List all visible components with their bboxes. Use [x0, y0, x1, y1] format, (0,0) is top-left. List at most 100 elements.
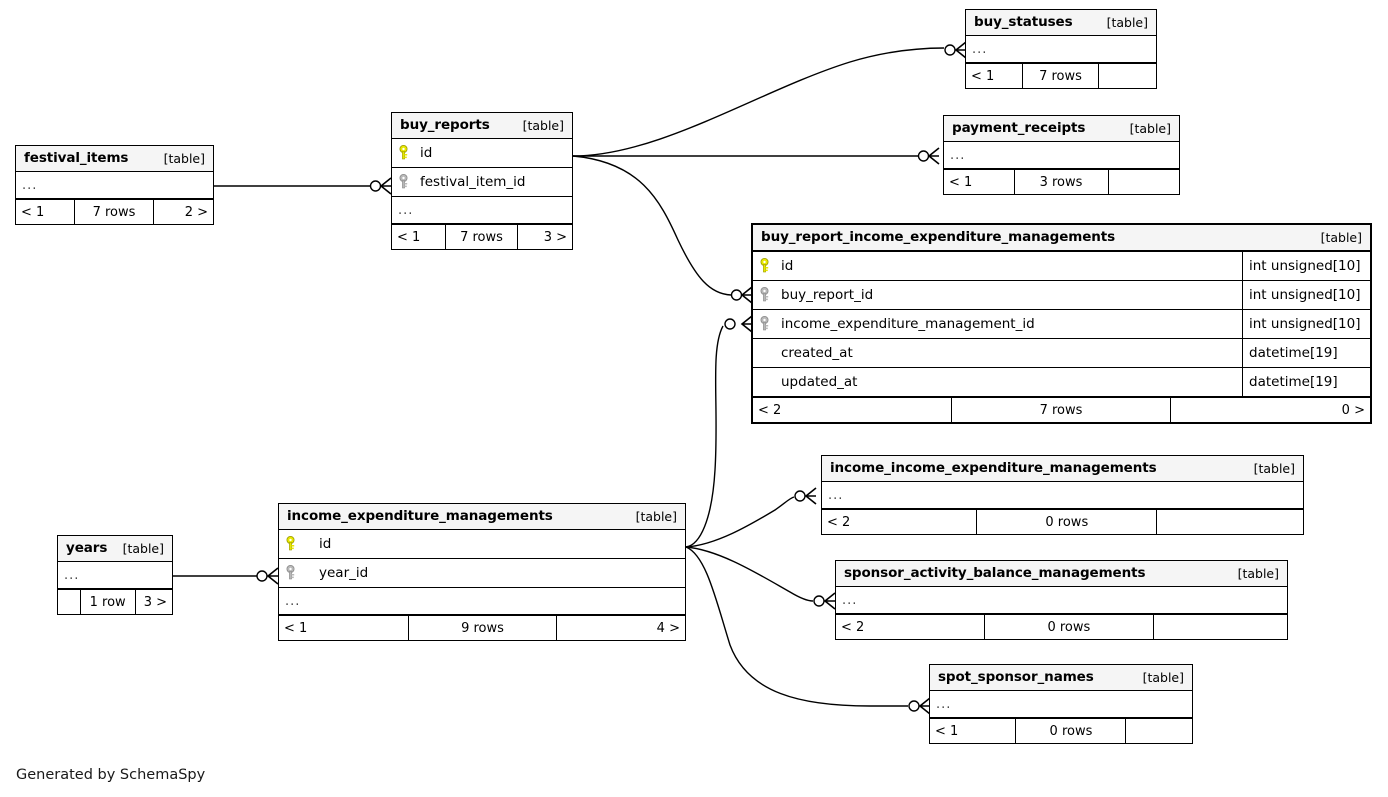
table-header-income-income-expenditure-managements: income_income_expenditure_managements [t…: [822, 456, 1303, 482]
table-header-years: years [table]: [58, 536, 172, 562]
table-node-income-income-expenditure-managements[interactable]: income_income_expenditure_managements [t…: [821, 455, 1304, 535]
edge-iem-to-income-iem: [685, 487, 817, 548]
table-column-row[interactable]: id: [279, 530, 685, 559]
column-name: id: [420, 145, 433, 161]
column-type: datetime[19]: [1242, 339, 1370, 367]
table-footer: < 1 7 rows 3 >: [392, 224, 572, 249]
table-footer: < 2 7 rows 0 >: [753, 397, 1370, 422]
table-header-festival-items: festival_items [table]: [16, 146, 213, 172]
column-name: created_at: [781, 345, 853, 361]
footer-parents-count: < 2: [836, 615, 985, 639]
table-title: festival_items: [24, 150, 129, 166]
table-title: years: [66, 540, 108, 556]
table-kind-label: [table]: [1142, 669, 1184, 685]
footer-children-count: 3 >: [543, 229, 567, 245]
table-node-income-expenditure-managements[interactable]: income_expenditure_managements [table] i…: [278, 503, 686, 641]
footer-children-count: [1099, 64, 1156, 88]
foreign-key-icon: [759, 286, 775, 304]
primary-key-icon: [285, 535, 301, 553]
column-name: id: [781, 258, 794, 274]
table-columns-ellipsis: ...: [822, 482, 1303, 509]
column-type: int unsigned[10]: [1242, 310, 1370, 338]
edge-buy-reports-to-payment-receipts: [573, 147, 940, 165]
table-kind-label: [table]: [522, 117, 564, 133]
table-kind-label: [table]: [1320, 229, 1362, 245]
table-column-row[interactable]: updated_at datetime[19]: [753, 368, 1370, 397]
primary-key-icon: [398, 144, 414, 162]
table-columns-ellipsis: ...: [930, 691, 1192, 718]
table-columns-ellipsis: ...: [279, 588, 685, 615]
table-kind-label: [table]: [635, 508, 677, 524]
footer-children-count: [1126, 719, 1192, 743]
table-title: buy_report_income_expenditure_management…: [761, 229, 1116, 245]
footer-children-count: [1154, 615, 1287, 639]
table-columns-ellipsis: ...: [836, 587, 1287, 614]
footer-children-count: [1109, 170, 1180, 194]
no-key-icon: [759, 344, 775, 362]
footer-row-count: 3 rows: [1015, 170, 1109, 194]
table-node-sponsor-activity-balance-managements[interactable]: sponsor_activity_balance_managements [ta…: [835, 560, 1288, 640]
table-footer: < 2 0 rows: [836, 614, 1287, 639]
footer-row-count: 7 rows: [446, 225, 518, 249]
table-column-row[interactable]: created_at datetime[19]: [753, 339, 1370, 368]
table-kind-label: [table]: [1237, 565, 1279, 581]
footer-children-count: [1157, 510, 1303, 534]
table-column-row[interactable]: buy_report_id int unsigned[10]: [753, 281, 1370, 310]
table-header-payment-receipts: payment_receipts [table]: [944, 116, 1179, 142]
edge-iem-to-sponsor-activity: [685, 546, 836, 610]
table-footer: < 1 7 rows 2 >: [16, 199, 213, 224]
table-footer: < 1 7 rows: [966, 63, 1156, 88]
footer-parents-count: < 2: [822, 510, 978, 534]
table-node-buy-statuses[interactable]: buy_statuses [table] ... < 1 7 rows: [965, 9, 1157, 89]
footer-children-count: 0 >: [1341, 402, 1365, 418]
table-title: spot_sponsor_names: [938, 669, 1094, 685]
footer-parents-count: < 1: [944, 170, 1015, 194]
footer-row-count: 7 rows: [952, 398, 1171, 422]
footer-row-count: 1 row: [81, 590, 136, 614]
table-node-buy-reports[interactable]: buy_reports [table] id festival_item_id …: [391, 112, 573, 250]
footer-children-count: 4 >: [656, 620, 680, 636]
table-title: sponsor_activity_balance_managements: [844, 565, 1146, 581]
table-column-row[interactable]: id: [392, 139, 572, 168]
table-columns-ellipsis: ...: [944, 142, 1179, 169]
edge-buy-reports-to-bucket-table: [572, 155, 753, 304]
column-name: festival_item_id: [420, 174, 526, 190]
column-name: year_id: [319, 565, 369, 581]
table-header-buy-report-income-expenditure-managements: buy_report_income_expenditure_management…: [753, 225, 1370, 252]
table-column-row[interactable]: festival_item_id: [392, 168, 572, 197]
table-header-spot-sponsor-names: spot_sponsor_names [table]: [930, 665, 1192, 691]
table-kind-label: [table]: [1129, 120, 1171, 136]
table-node-festival-items[interactable]: festival_items [table] ... < 1 7 rows 2 …: [15, 145, 214, 225]
column-type: int unsigned[10]: [1242, 252, 1370, 280]
footer-row-count: 9 rows: [409, 616, 558, 640]
table-node-years[interactable]: years [table] ... 1 row 3 >: [57, 535, 173, 615]
table-title: payment_receipts: [952, 120, 1086, 136]
column-name: id: [319, 536, 332, 552]
footer-parents-count: < 1: [966, 64, 1023, 88]
table-footer: < 1 3 rows: [944, 169, 1179, 194]
edge-festival-items-to-buy-reports: [214, 177, 392, 195]
column-type: datetime[19]: [1242, 368, 1370, 396]
table-footer: < 2 0 rows: [822, 509, 1303, 534]
footer-row-count: 7 rows: [1023, 64, 1099, 88]
footer-parents-count: < 1: [16, 200, 76, 224]
table-columns-ellipsis: ...: [392, 197, 572, 224]
table-title: buy_reports: [400, 117, 490, 133]
table-node-spot-sponsor-names[interactable]: spot_sponsor_names [table] ... < 1 0 row…: [929, 664, 1193, 744]
table-node-payment-receipts[interactable]: payment_receipts [table] ... < 1 3 rows: [943, 115, 1180, 195]
footer-row-count: 0 rows: [1016, 719, 1127, 743]
table-header-sponsor-activity-balance-managements: sponsor_activity_balance_managements [ta…: [836, 561, 1287, 587]
footer-row-count: 7 rows: [75, 200, 154, 224]
table-column-row[interactable]: income_expenditure_management_id int uns…: [753, 310, 1370, 339]
table-column-row[interactable]: id int unsigned[10]: [753, 252, 1370, 281]
footer-parents-count: [58, 590, 81, 614]
table-title: buy_statuses: [974, 14, 1073, 30]
table-title: income_income_expenditure_managements: [830, 460, 1157, 476]
column-name: income_expenditure_management_id: [781, 316, 1035, 332]
table-node-buy-report-income-expenditure-managements[interactable]: buy_report_income_expenditure_management…: [751, 223, 1372, 424]
table-column-row[interactable]: year_id: [279, 559, 685, 588]
foreign-key-icon: [398, 173, 414, 191]
footer-children-count: 3 >: [143, 594, 167, 610]
table-kind-label: [table]: [163, 150, 205, 166]
footer-parents-count: < 1: [279, 616, 409, 640]
